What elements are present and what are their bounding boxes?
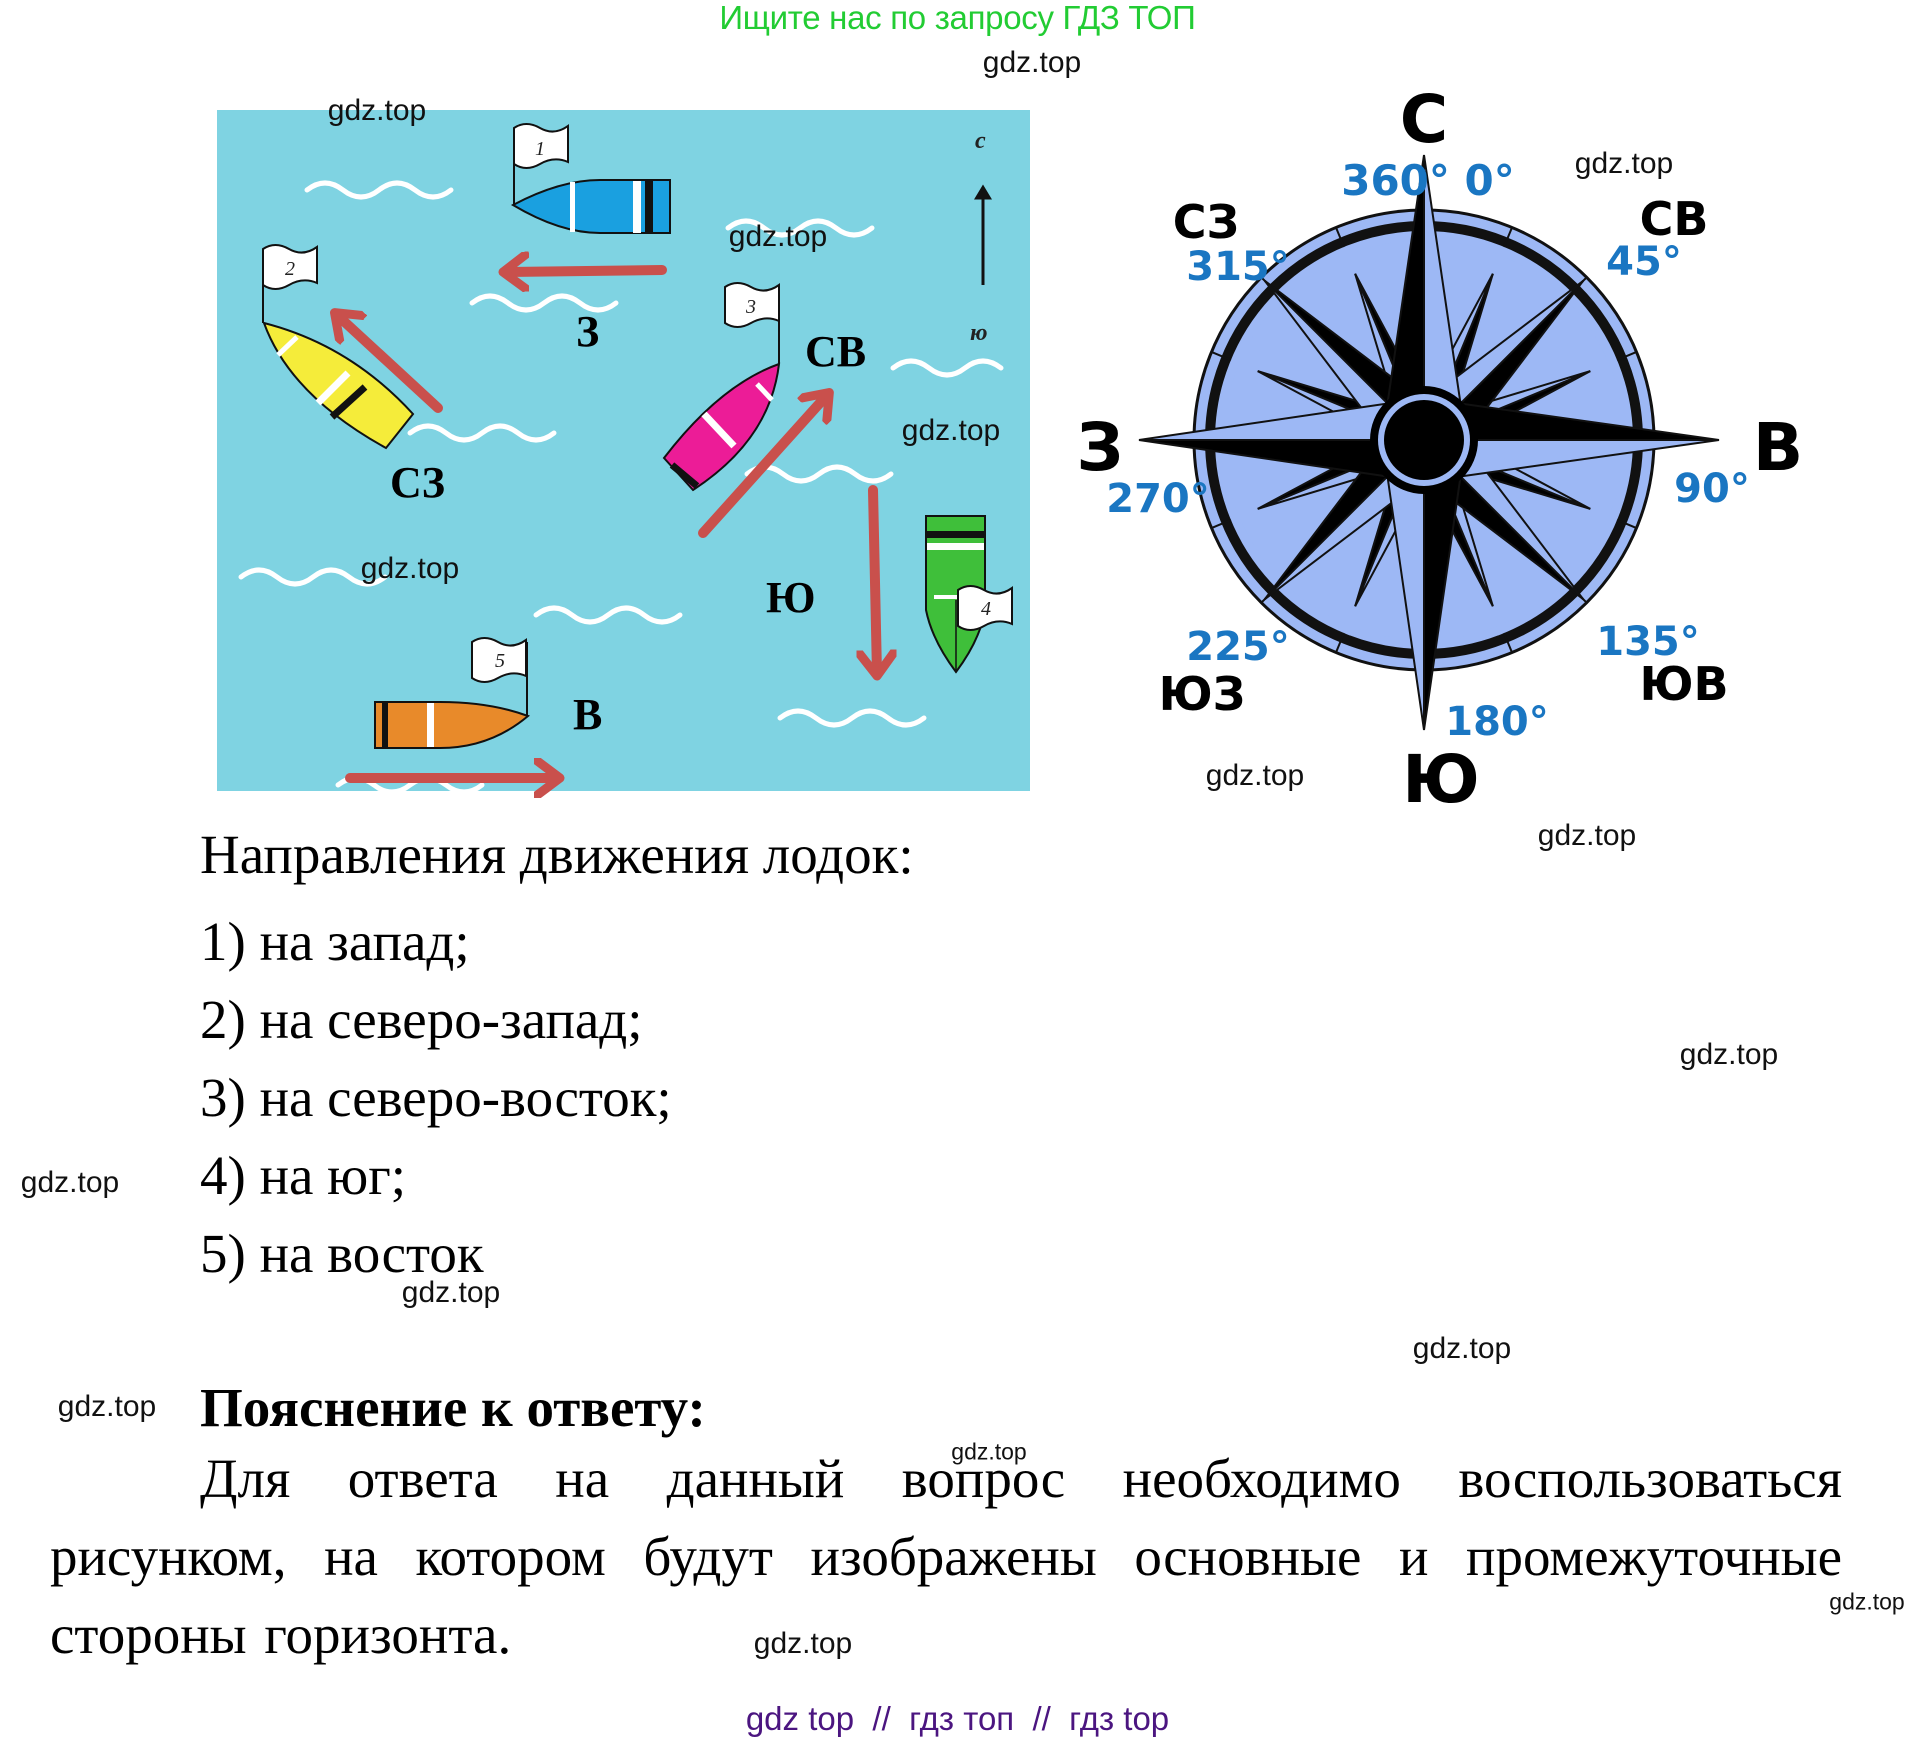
watermark: gdz.top xyxy=(901,414,1001,447)
explanation-title: Пояснение к ответу: xyxy=(200,1377,706,1438)
compass-label-north-west: СЗ xyxy=(1173,195,1239,249)
mini-south-label: ю xyxy=(970,320,988,346)
compass-rose: С 360° 0° СВ 45° В 90° 135° ЮВ 180° Ю 22… xyxy=(1077,81,1804,818)
watermark: gdz.top xyxy=(1412,1332,1512,1365)
compass-degree-south-west: 225° xyxy=(1186,624,1290,670)
boat-2: 2 xyxy=(262,244,415,450)
mini-north-arrow: с ю xyxy=(970,128,992,346)
direction-arrows xyxy=(336,270,877,778)
answer-item-5: 5) на восток xyxy=(200,1223,484,1284)
boats-figure: 1 2 3 4 xyxy=(217,110,1030,792)
compass-degree-south: 180° xyxy=(1445,699,1549,745)
watermark: gdz.top xyxy=(20,1166,120,1199)
watermark: gdz.top xyxy=(728,220,828,253)
boat-5: 5 xyxy=(374,637,530,749)
compass-label-east: В xyxy=(1753,409,1803,486)
answer-item-2: 2) на северо-запад; xyxy=(200,989,643,1050)
compass-degree-south-east: 135° xyxy=(1596,619,1700,665)
arrow-west xyxy=(505,270,667,272)
footer-links: gdz top // гдз топ // гдз top xyxy=(745,1700,1170,1737)
boat-1: 1 xyxy=(510,123,671,234)
compass-degree-east: 90° xyxy=(1674,466,1750,512)
answer-item-4: 4) на юг; xyxy=(200,1145,407,1206)
watermark: gdz.top xyxy=(401,1276,501,1309)
compass-degree-west: 270° xyxy=(1106,476,1210,522)
waves xyxy=(238,180,1004,795)
answer-list: 1) на запад; 2) на северо-запад; 3) на с… xyxy=(200,903,672,1293)
answer-item-3: 3) на северо-восток; xyxy=(200,1067,672,1128)
compass-label-north-east: СВ xyxy=(1640,192,1709,246)
watermark: gdz.top xyxy=(753,1627,853,1660)
label-south: Ю xyxy=(766,573,816,622)
arrow-north-west xyxy=(336,314,443,413)
answer-title: Направления движения лодок: xyxy=(200,824,914,885)
boat-1-number: 1 xyxy=(535,138,545,160)
answer-item-1: 1) на запад; xyxy=(200,911,470,972)
boat-5-number: 5 xyxy=(495,650,505,672)
watermark: gdz.top xyxy=(1574,147,1674,180)
compass-label-west: З xyxy=(1077,409,1124,486)
label-west: З xyxy=(576,307,599,356)
compass-label-north: С xyxy=(1400,81,1448,158)
label-east: В xyxy=(573,690,602,739)
watermark: gdz.top xyxy=(327,94,427,127)
watermark: gdz.top xyxy=(1537,819,1637,852)
watermark: gdz.top xyxy=(1205,759,1305,792)
mini-north-label: с xyxy=(975,128,986,154)
boat-3: 3 xyxy=(662,282,781,492)
boat-3-number: 3 xyxy=(745,296,756,318)
boat-4-number: 4 xyxy=(981,598,991,620)
figures: 1 2 3 4 xyxy=(217,81,1804,818)
arrow-south xyxy=(873,485,877,674)
watermark: gdz.top xyxy=(1679,1038,1779,1071)
label-north-east: СВ xyxy=(805,327,866,376)
boat-2-number: 2 xyxy=(285,258,295,280)
explanation-text: Для ответа на данный вопрос необходимо в… xyxy=(50,1448,1842,1665)
compass-label-south: Ю xyxy=(1402,741,1479,818)
watermark: gdz.top xyxy=(1829,1588,1905,1615)
watermark: gdz.top xyxy=(951,1438,1027,1465)
label-north-west: СЗ xyxy=(390,458,445,507)
compass-degree-north: 360° 0° xyxy=(1341,156,1515,205)
search-hint-banner: Ищите нас по запросу ГДЗ ТОП xyxy=(719,0,1196,36)
watermark: gdz.top xyxy=(982,46,1082,79)
boat-4: 4 xyxy=(925,515,1013,674)
watermark: gdz.top xyxy=(360,552,460,585)
compass-degree-north-west: 315° xyxy=(1186,244,1290,290)
watermark: gdz.top xyxy=(57,1390,157,1423)
arrow-north-east xyxy=(698,394,828,538)
compass-label-south-east: ЮВ xyxy=(1639,657,1728,711)
compass-label-south-west: ЮЗ xyxy=(1159,667,1246,721)
compass-degree-north-east: 45° xyxy=(1606,239,1682,285)
